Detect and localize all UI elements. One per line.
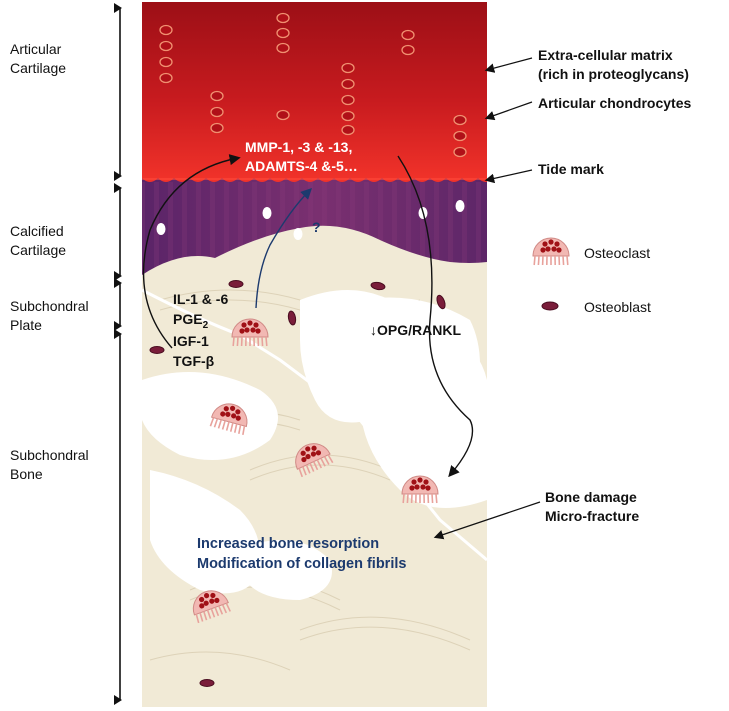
bone-damage-pointer [433, 501, 541, 540]
tide-mark-pointer [484, 169, 533, 184]
growth-factor-to-cartilage-arrow [142, 154, 241, 349]
chondrocyte [210, 122, 224, 134]
bone-resorption-label: Increased bone resorption [197, 536, 380, 552]
articular-cartilage-layer [142, 2, 487, 182]
osteoclast [532, 237, 570, 266]
chondrocytes-pointer [484, 101, 533, 121]
chondrocyte [341, 94, 355, 106]
osteoblast [436, 294, 446, 310]
pge2-label: PGE2 [173, 311, 209, 331]
osteoblast [287, 310, 297, 326]
osteoclast-cells [192, 318, 439, 624]
osteoclast [231, 318, 269, 347]
chondrocyte [401, 29, 415, 41]
legend-osteoblast-icon [541, 301, 559, 311]
opg-rankl-arrow [397, 155, 474, 478]
chondrocyte [159, 40, 173, 52]
osteoblast-cells [149, 280, 446, 687]
opg-rankl-label: ↓OPG/RANKL [370, 322, 461, 338]
bone-damage-label: Bone damage Micro-fracture [545, 489, 640, 524]
chondrocyte [210, 90, 224, 102]
lacuna [262, 207, 272, 219]
subchondral-plate-label: Subchondral Plate [10, 298, 89, 333]
legend-osteoclast-label: Osteoclast [584, 245, 651, 261]
legend-icons [532, 237, 570, 311]
osteoblast [199, 679, 215, 687]
chondrocyte [341, 62, 355, 74]
osteoclast [192, 590, 231, 624]
lacuna [293, 228, 303, 240]
chondrocytes-label: Articular chondrocytes [538, 95, 692, 111]
chondrocyte [159, 24, 173, 36]
osteoblast [370, 281, 386, 291]
tgf-beta-label: TGF-β [173, 353, 215, 369]
chondrocyte [341, 78, 355, 90]
chondrocyte [276, 12, 290, 24]
callout-arrows [433, 57, 541, 540]
calcified-cartilage-label: Calcified Cartilage [10, 223, 67, 258]
lacuna [156, 223, 166, 235]
signalling-arrows [142, 154, 474, 478]
osteoclast [295, 443, 334, 478]
chondrocyte [453, 146, 467, 158]
chondrocyte [276, 109, 290, 121]
calcified-lacunae [156, 200, 465, 240]
osteoclast [209, 403, 248, 436]
mmp-adamts-label: MMP-1, -3 & -13, ADAMTS-4 &-5… [245, 139, 358, 174]
chondrocyte [453, 130, 467, 142]
lacuna [455, 200, 465, 212]
subchondral-bone-label: Subchondral Bone [10, 447, 89, 482]
chondrocyte [341, 124, 355, 136]
chondrocyte [401, 44, 415, 56]
igf1-label: IGF-1 [173, 333, 209, 349]
legend-osteoblast-label: Osteoblast [584, 299, 651, 315]
osteoblast [228, 280, 244, 288]
chondrocyte-cells [159, 12, 467, 158]
ecm-label: Extra-cellular matrix (rich in proteogly… [538, 47, 689, 82]
tide-mark-label: Tide mark [538, 161, 604, 177]
legend-osteoclast-icon [532, 237, 570, 266]
chondrocyte [210, 106, 224, 118]
articular-cartilage-label: Articular Cartilage [10, 41, 67, 76]
chondrocyte [453, 114, 467, 126]
chondrocyte [159, 56, 173, 68]
chondrocyte [341, 110, 355, 122]
chondrocyte [159, 72, 173, 84]
osteoclast [401, 475, 439, 504]
osteoclast-to-cartilage-arrow [255, 188, 312, 309]
ecm-pointer [484, 57, 533, 73]
chondrocyte [276, 27, 290, 39]
collagen-fibrils-label: Modification of collagen fibrils [197, 556, 407, 572]
question-mark: ? [312, 219, 321, 235]
chondrocyte [276, 42, 290, 54]
il1-label: IL-1 & -6 [173, 291, 229, 307]
osteoblast [149, 346, 165, 354]
